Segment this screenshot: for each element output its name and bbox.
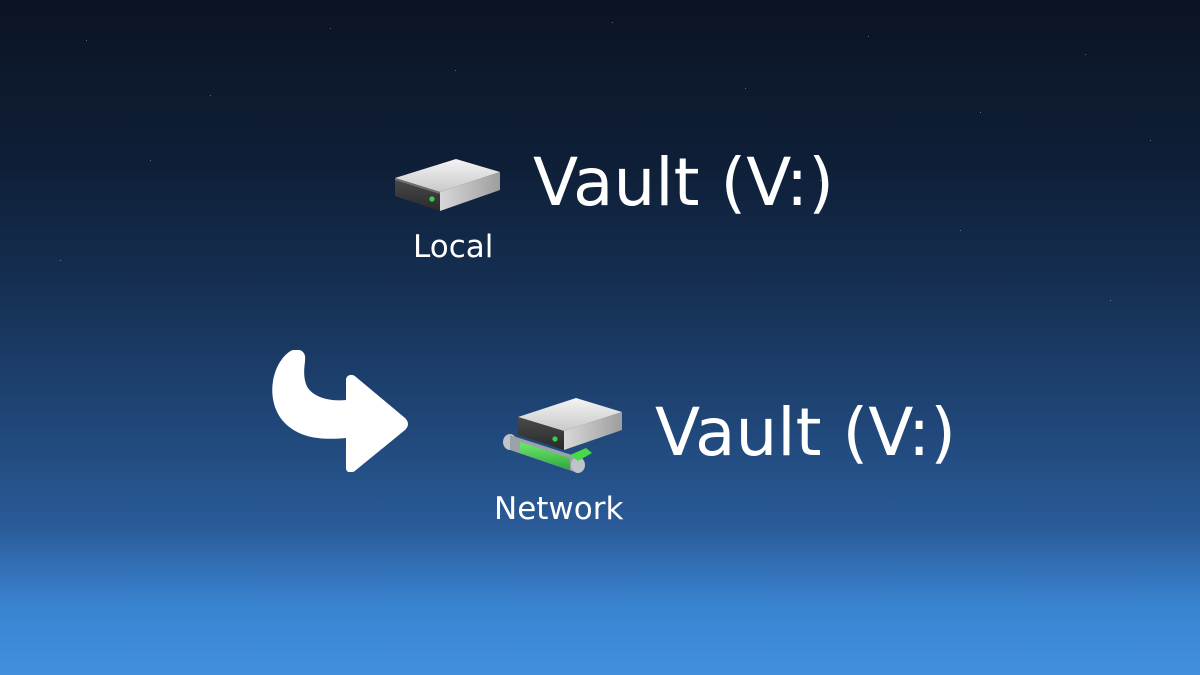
network-drive-icon — [500, 395, 628, 477]
local-drive-caption: Local — [413, 229, 494, 265]
local-drive-title: Vault (V:) — [533, 144, 834, 221]
network-drive-title: Vault (V:) — [655, 394, 956, 471]
network-drive-caption: Network — [494, 491, 624, 527]
hard-drive-icon — [390, 155, 505, 215]
curved-arrow-icon — [268, 349, 410, 473]
